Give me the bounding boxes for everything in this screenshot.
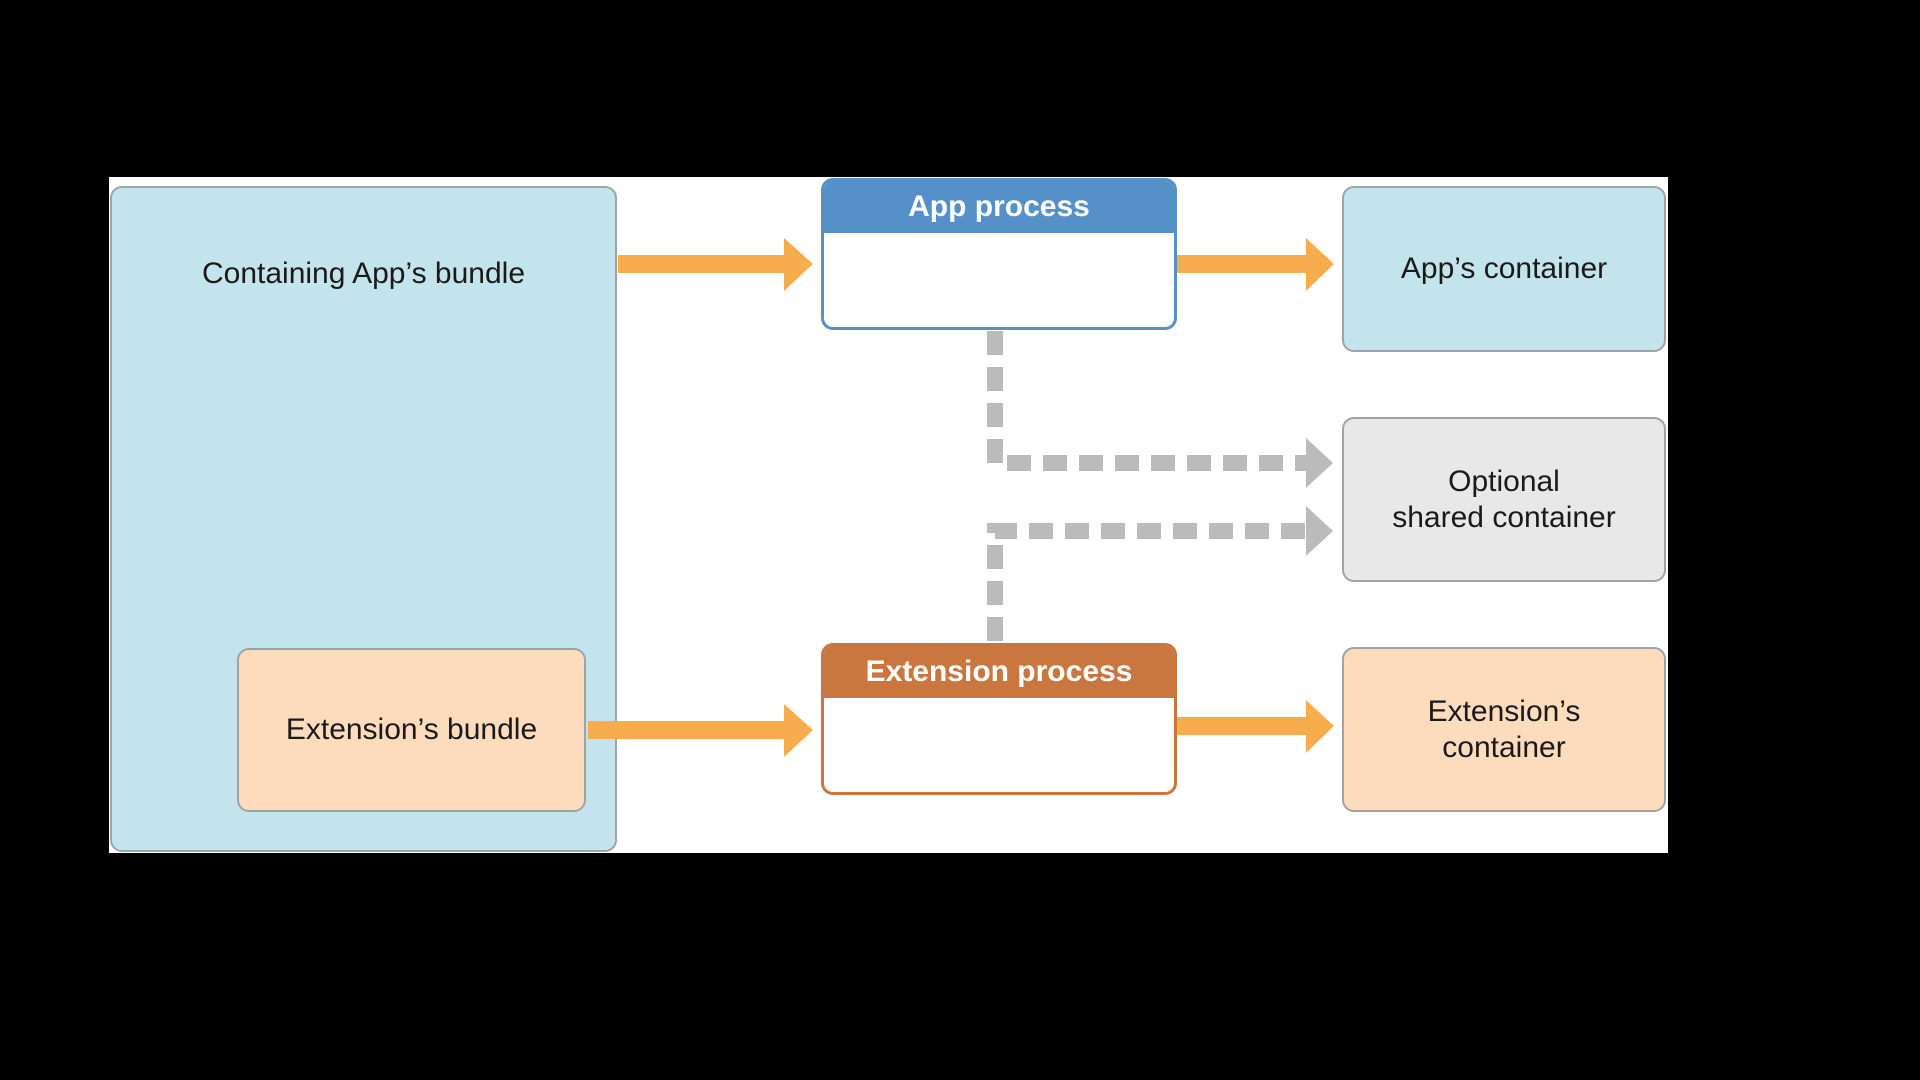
app-process-box: App process bbox=[821, 178, 1177, 330]
arrow-extension-bundle-to-extension-process bbox=[588, 704, 813, 757]
extension-container-label-line1: Extension’s bbox=[1427, 694, 1581, 728]
extension-container-box: Extension’s container bbox=[1342, 647, 1666, 812]
dashed-arrow-extension-process-to-shared-container bbox=[987, 506, 1333, 641]
extension-process-box: Extension process bbox=[821, 643, 1177, 795]
shared-container-box: Optional shared container bbox=[1342, 417, 1666, 582]
containing-app-bundle-label: Containing App’s bundle bbox=[201, 257, 526, 290]
app-container-label: App’s container bbox=[1400, 252, 1608, 285]
arrow-extension-process-to-extension-container bbox=[1177, 700, 1334, 753]
shared-container-label-line2: shared container bbox=[1392, 500, 1616, 534]
arrow-app-process-to-app-container bbox=[1177, 238, 1334, 291]
app-container-box: App’s container bbox=[1342, 186, 1666, 352]
extension-bundle-label: Extension’s bundle bbox=[285, 713, 538, 746]
extension-container-label-line2: container bbox=[1442, 730, 1566, 764]
shared-container-label-line1: Optional bbox=[1448, 464, 1560, 498]
app-process-header: App process bbox=[824, 181, 1174, 233]
extension-process-header: Extension process bbox=[824, 646, 1174, 698]
arrow-app-bundle-to-app-process bbox=[618, 238, 813, 291]
extension-bundle-box: Extension’s bundle bbox=[237, 648, 586, 812]
dashed-arrow-app-process-to-shared-container bbox=[987, 331, 1333, 488]
